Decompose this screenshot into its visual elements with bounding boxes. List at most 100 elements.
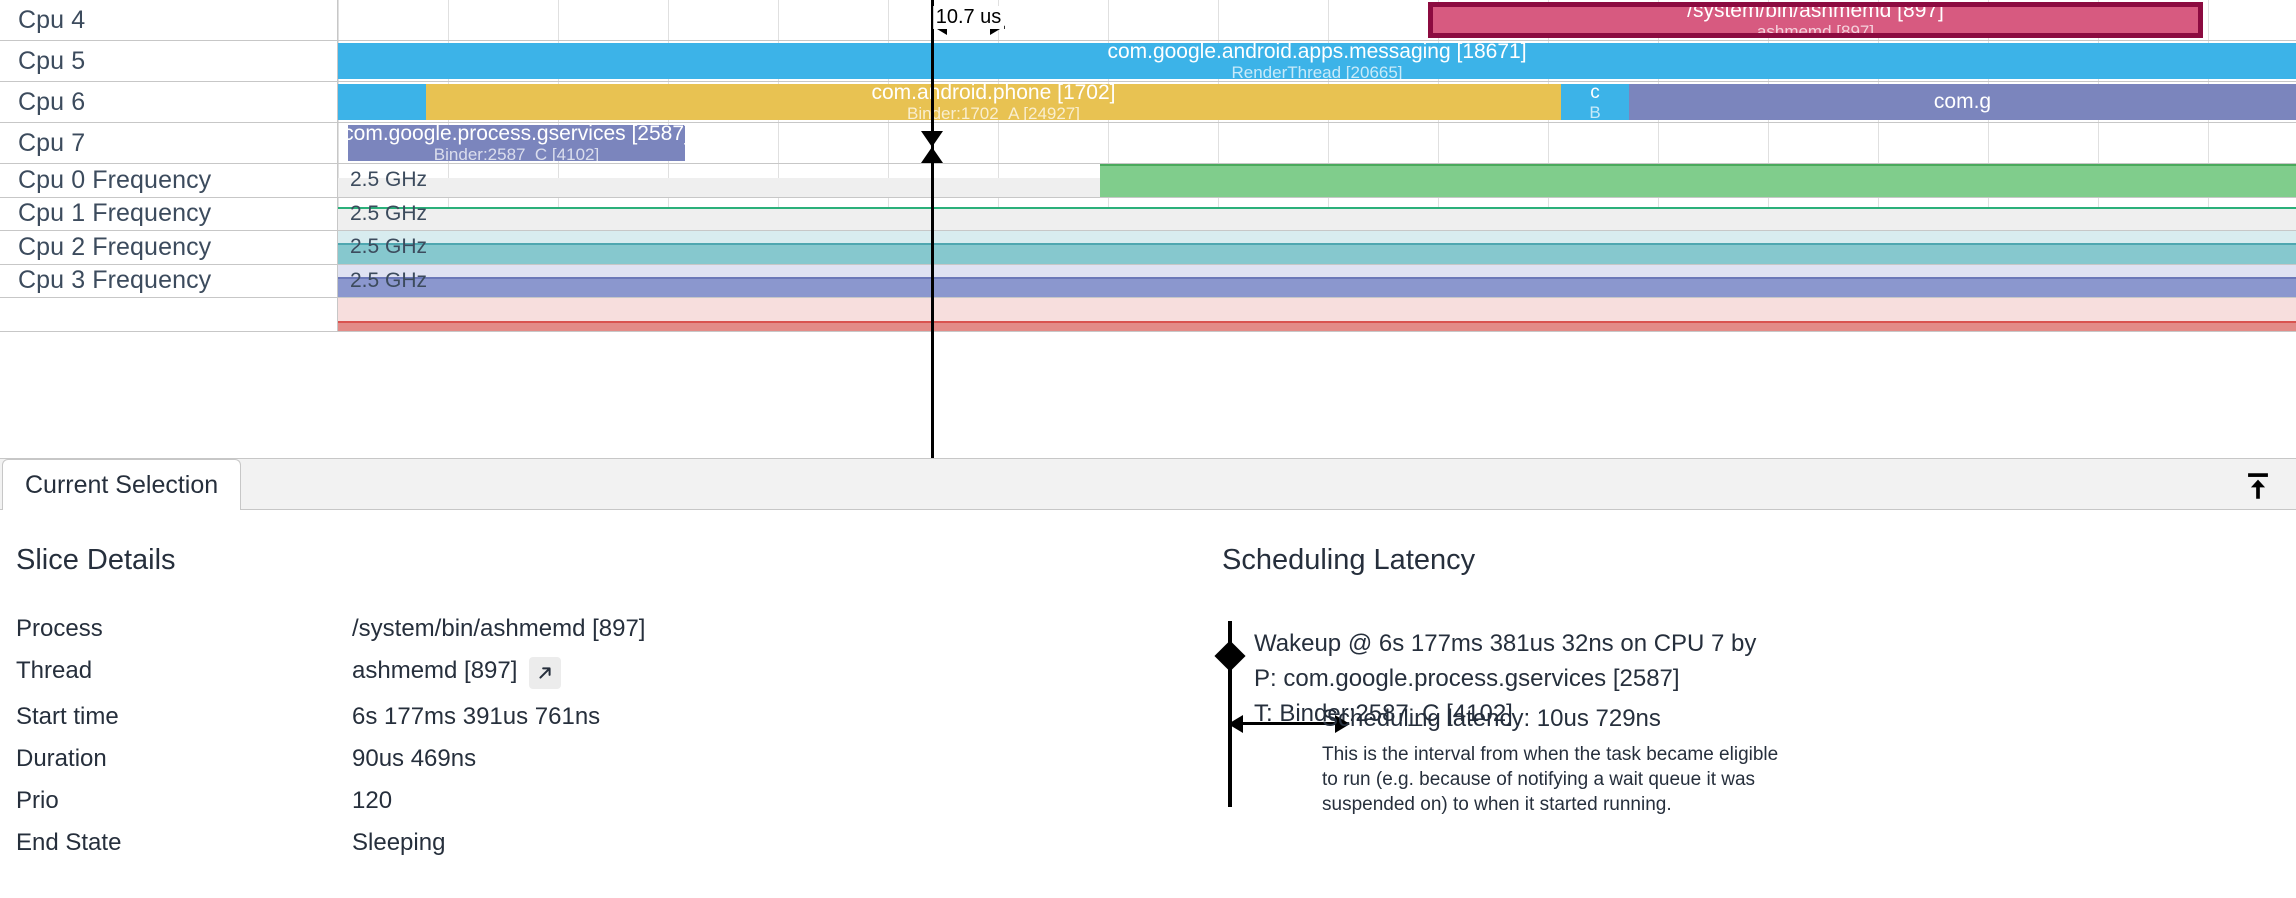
track-canvas-cpu6[interactable]: com.android.phone [1702]Binder:1702_A [2… xyxy=(338,82,2296,122)
track-canvas-cpu7[interactable]: com.google.process.gservices [2587]Binde… xyxy=(338,123,2296,163)
scheduling-latency-title: Scheduling Latency xyxy=(1222,544,1476,576)
detail-key: End State xyxy=(16,829,122,856)
counter-value-label-cpu3freq: 2.5 GHz xyxy=(350,268,428,292)
track-label-cpu6: Cpu 6 xyxy=(18,87,86,116)
slice-subtitle: ashmemd [897] xyxy=(1756,21,1875,38)
counter-fill-cpu3freq xyxy=(338,276,2296,297)
detail-row: Thread ashmemd [897] xyxy=(16,657,645,703)
detail-row: Prio 120 xyxy=(16,787,645,829)
wakeup-line-2: P: com.google.process.gservices [2587] xyxy=(1254,664,1680,692)
track-shell-cpu3freq[interactable]: Cpu 3 Frequency xyxy=(0,264,338,297)
slice-gservices[interactable]: com.google.process.gservices [2587]Binde… xyxy=(348,125,685,161)
slice-title: com.google.android.apps.messaging [18671… xyxy=(1107,43,1527,63)
detail-value: ashmemd [897] xyxy=(346,657,645,703)
slice-subtitle: Binder:2587_C [4102] xyxy=(433,144,600,161)
detail-key: Duration xyxy=(16,745,107,772)
track-canvas-cpu3freq[interactable]: 2.5 GHz xyxy=(338,264,2296,297)
slice-android-phone[interactable]: com.android.phone [1702]Binder:1702_A [2… xyxy=(426,84,1561,120)
track-shell-cpu7[interactable]: Cpu 7 xyxy=(0,123,338,163)
scheduling-latency-column: Scheduling Latency Wakeup @ 6s 177ms 381… xyxy=(1200,510,2296,898)
counter-fill-cpu1freq xyxy=(338,206,2296,230)
goto-thread-arrow-icon[interactable] xyxy=(529,657,562,689)
counter-value-label-cpu2freq: 2.5 GHz xyxy=(350,235,428,259)
track-cpu3freq[interactable]: Cpu 3 Frequency 2.5 GHz xyxy=(0,264,2296,298)
detail-row: Process/system/bin/ashmemd [897] xyxy=(16,615,645,657)
latency-measure-arrow xyxy=(1228,714,1350,733)
slice-ashmemd-selected[interactable]: /system/bin/ashmemd [897]ashmemd [897] xyxy=(1428,2,2203,38)
track-cpu4[interactable]: Cpu 4/system/bin/ashmemd [897]ashmemd [8… xyxy=(0,0,2296,41)
detail-value: 6s 177ms 391us 761ns xyxy=(346,703,645,745)
counter-fill-cpu0freq xyxy=(1100,164,2296,197)
slice-subtitle: Binder:1702_A [24927] xyxy=(907,103,1080,120)
detail-key: Prio xyxy=(16,787,59,814)
slice-blue-lead[interactable] xyxy=(338,84,426,120)
slice-title: c xyxy=(1590,84,1600,103)
slice-title: com.android.phone [1702] xyxy=(871,84,1116,104)
slice-subtitle: RenderThread [20665] xyxy=(1231,62,1403,79)
detail-value-text: 120 xyxy=(352,787,393,814)
track-cpu6[interactable]: Cpu 6 com.android.phone [1702]Binder:1702… xyxy=(0,82,2296,123)
counter-fill-cpu4freq xyxy=(338,320,2296,331)
detail-value-text: /system/bin/ashmemd [897] xyxy=(352,615,646,642)
tab-current-selection[interactable]: Current Selection xyxy=(2,459,242,510)
detail-key: Thread xyxy=(16,657,93,684)
tab-current-selection-label: Current Selection xyxy=(25,470,219,499)
timeline-panel[interactable]: Cpu 4/system/bin/ashmemd [897]ashmemd [8… xyxy=(0,0,2296,458)
scheduling-latency-diagram: Wakeup @ 6s 177ms 381us 32ns on CPU 7 by… xyxy=(1214,615,2296,865)
track-label-cpu0freq: Cpu 0 Frequency xyxy=(18,165,212,194)
slice-purple-tail[interactable]: com.g xyxy=(1629,84,2296,120)
counter-fill-cpu2freq xyxy=(338,243,2296,264)
detail-key: Start time xyxy=(16,703,119,730)
collapse-up-icon[interactable] xyxy=(2238,467,2278,505)
track-canvas-cpu2freq[interactable]: 2.5 GHz xyxy=(338,231,2296,264)
track-shell-cpu1freq[interactable]: Cpu 1 Frequency xyxy=(0,197,338,230)
latency-arrow-left-head-icon xyxy=(1228,714,1243,733)
track-shell-cpu2freq[interactable]: Cpu 2 Frequency xyxy=(0,231,338,264)
slice-title: /system/bin/ashmemd [897] xyxy=(1687,2,1944,22)
track-cpu7[interactable]: Cpu 7 com.google.process.gservices [2587]… xyxy=(0,123,2296,164)
track-label-cpu7: Cpu 7 xyxy=(18,128,86,157)
detail-value-text: 90us 469ns xyxy=(352,745,477,772)
track-shell-cpu0freq[interactable]: Cpu 0 Frequency xyxy=(0,164,338,197)
wakeup-vertical-line xyxy=(1228,621,1232,807)
detail-row: Start time 6s 177ms 391us 761ns xyxy=(16,703,645,745)
detail-row: End State Sleeping xyxy=(16,829,645,871)
track-shell-cpu4[interactable]: Cpu 4 xyxy=(0,0,338,40)
detail-value: /system/bin/ashmemd [897] xyxy=(346,615,645,657)
track-cpu4freq[interactable] xyxy=(0,298,2296,332)
latency-arrow-right-head-icon xyxy=(1335,714,1350,733)
track-cpu2freq[interactable]: Cpu 2 Frequency 2.5 GHz xyxy=(0,231,2296,265)
detail-value: 90us 469ns xyxy=(346,745,645,787)
track-list[interactable]: Cpu 4/system/bin/ashmemd [897]ashmemd [8… xyxy=(0,0,2296,332)
track-cpu0freq[interactable]: Cpu 0 Frequency 2.5 GHz xyxy=(0,164,2296,198)
wakeup-info: Wakeup @ 6s 177ms 381us 32ns on CPU 7 by… xyxy=(1254,627,1756,731)
detail-key: Process xyxy=(16,615,103,642)
detail-value: Sleeping xyxy=(346,829,645,871)
slice-title: com.google.process.gservices [2587] xyxy=(348,125,685,145)
track-label-cpu3freq: Cpu 3 Frequency xyxy=(18,266,212,295)
track-shell-cpu4freq[interactable] xyxy=(0,298,338,331)
track-canvas-cpu5[interactable]: com.google.android.apps.messaging [18671… xyxy=(338,41,2296,81)
track-cpu5[interactable]: Cpu 5 com.google.android.apps.messaging [… xyxy=(0,41,2296,82)
track-canvas-cpu1freq[interactable]: 2.5 GHz xyxy=(338,197,2296,230)
track-shell-cpu6[interactable]: Cpu 6 xyxy=(0,82,338,122)
slice-messaging[interactable]: com.google.android.apps.messaging [18671… xyxy=(338,43,2296,79)
detail-value-text: 6s 177ms 391us 761ns xyxy=(352,703,601,730)
track-label-cpu5: Cpu 5 xyxy=(18,46,86,75)
counter-value-label-cpu1freq: 2.5 GHz xyxy=(350,201,428,225)
track-canvas-cpu4[interactable]: /system/bin/ashmemd [897]ashmemd [897]/s… xyxy=(338,0,2296,40)
slice-details-column: Slice Details Process/system/bin/ashmemd… xyxy=(0,510,1200,898)
track-label-cpu2freq: Cpu 2 Frequency xyxy=(18,232,212,261)
slice-details-title: Slice Details xyxy=(16,544,176,576)
details-panel: Current Selection Slice Details Process/… xyxy=(0,458,2296,898)
scheduling-latency-value: Scheduling latency: 10us 729ns xyxy=(1322,705,1661,732)
track-canvas-cpu4freq[interactable] xyxy=(338,298,2296,331)
track-cpu1freq[interactable]: Cpu 1 Frequency 2.5 GHz xyxy=(0,197,2296,231)
counter-value-label-cpu0freq: 2.5 GHz xyxy=(350,168,428,192)
details-tabstrip[interactable]: Current Selection xyxy=(0,459,2296,510)
scheduling-latency-description: This is the interval from when the task … xyxy=(1322,744,1779,816)
track-canvas-cpu0freq[interactable]: 2.5 GHz xyxy=(338,164,2296,197)
detail-row: Duration 90us 469ns xyxy=(16,745,645,787)
track-shell-cpu5[interactable]: Cpu 5 xyxy=(0,41,338,81)
